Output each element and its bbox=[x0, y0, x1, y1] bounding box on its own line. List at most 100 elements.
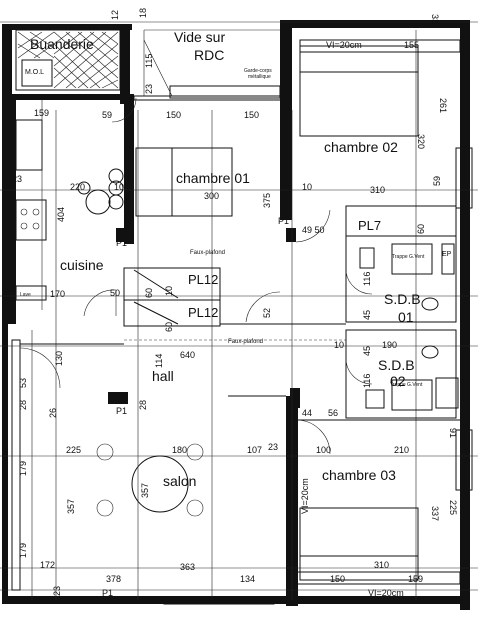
dimension-label: 53 bbox=[18, 378, 28, 388]
label-faux-plafond-2: Faux-plafond bbox=[228, 339, 263, 345]
dimension-label: 23 bbox=[144, 84, 154, 94]
dimension-label: 150 bbox=[330, 574, 345, 584]
dimension-label: 45 bbox=[362, 310, 372, 320]
dimension-label: 310 bbox=[370, 185, 385, 195]
label-chambre03: chambre 03 bbox=[322, 467, 396, 483]
label-vide-2: RDC bbox=[194, 47, 224, 63]
dimension-label: 10 bbox=[334, 340, 344, 350]
dimension-label: 18 bbox=[138, 8, 148, 18]
label-ep: EP bbox=[442, 251, 452, 258]
dimension-label: 640 bbox=[180, 350, 195, 360]
beds bbox=[135, 45, 419, 581]
dimension-label: 45 bbox=[362, 346, 372, 356]
label-chambre02: chambre 02 bbox=[324, 139, 398, 155]
dimension-label: 116 bbox=[362, 374, 372, 388]
salon-table bbox=[131, 455, 189, 513]
dimension-label: 12 bbox=[110, 10, 120, 20]
outer-walls bbox=[2, 20, 470, 610]
dimension-label: 44 bbox=[302, 408, 312, 418]
dining-table bbox=[85, 189, 111, 215]
label-p1-c: P1 bbox=[116, 406, 127, 416]
dimension-label: 116 bbox=[362, 272, 372, 286]
dimension-label: 150 bbox=[166, 110, 181, 120]
dimension-label: 60 bbox=[164, 322, 174, 332]
dimension-label: 310 bbox=[374, 560, 389, 570]
dimension-label: 375 bbox=[262, 193, 272, 208]
label-pl7: PL7 bbox=[358, 218, 381, 233]
dimension-label: 225 bbox=[66, 445, 81, 455]
dimension-label: 59 bbox=[102, 110, 112, 120]
room-labels: Buanderie M.O.L Vide sur RDC Garde-corps… bbox=[20, 29, 452, 598]
label-sdb2-1: S.D.B bbox=[378, 357, 415, 373]
dimension-label: 155 bbox=[404, 40, 419, 50]
stove bbox=[15, 199, 47, 241]
dimension-label: 59 bbox=[432, 176, 442, 186]
dimension-label: 52 bbox=[262, 308, 272, 318]
dimension-label: 28 bbox=[138, 400, 148, 410]
buanderie-hatch bbox=[15, 29, 121, 91]
dimension-label: 28 bbox=[18, 400, 28, 410]
sink bbox=[15, 119, 43, 171]
dimension-label: VI=20cm bbox=[326, 40, 362, 50]
dimension-label: 10 bbox=[164, 286, 174, 296]
label-mol: M.O.L bbox=[25, 69, 44, 76]
dimension-label: 114 bbox=[154, 354, 164, 368]
dimension-label: 225 bbox=[448, 500, 458, 515]
dimension-label: 210 bbox=[394, 445, 409, 455]
dimension-label: 134 bbox=[240, 574, 255, 584]
dimension-label: 404 bbox=[56, 207, 66, 222]
dimension-label: 23 bbox=[268, 442, 278, 452]
dimension-label: 91 bbox=[448, 428, 458, 438]
dimension-label: 363 bbox=[180, 562, 195, 572]
dimension-label: 179 bbox=[18, 543, 28, 558]
dimension-label: 33 bbox=[430, 14, 440, 24]
dimension-label: 10 bbox=[114, 182, 124, 192]
label-sdb1-2: 01 bbox=[398, 309, 414, 325]
label-p1-a: P1 bbox=[116, 238, 127, 248]
label-pl12a: PL12 bbox=[188, 272, 218, 287]
label-garde-corps-1: Garde-corps bbox=[244, 68, 272, 74]
dimension-label: 220 bbox=[70, 182, 85, 192]
dimension-label: VI=20cm bbox=[368, 588, 404, 598]
dimension-label: 50 bbox=[110, 288, 120, 298]
label-lave: Lave bbox=[20, 292, 31, 298]
dimension-label: 300 bbox=[204, 191, 219, 201]
label-p1-d: P1 bbox=[102, 588, 113, 598]
dimension-label: 180 bbox=[172, 445, 187, 455]
label-hall: hall bbox=[152, 368, 174, 384]
doors bbox=[19, 97, 373, 455]
dimension-label: 159 bbox=[34, 108, 49, 118]
dimension-label: 60 bbox=[416, 224, 426, 234]
bathroom-fixtures bbox=[359, 243, 459, 411]
dimension-label: 170 bbox=[50, 289, 65, 299]
label-garde-corps-2: métallique bbox=[248, 74, 271, 80]
dimension-label: 337 bbox=[430, 506, 440, 521]
label-fixture-2: Trappe G.Vent bbox=[390, 382, 423, 388]
dimension-label: 49 50 bbox=[302, 225, 325, 235]
dimension-label: 378 bbox=[106, 574, 121, 584]
label-faux-plafond-1: Faux-plafond bbox=[190, 250, 225, 256]
salon-furniture bbox=[96, 443, 204, 517]
label-chambre01: chambre 01 bbox=[176, 170, 250, 186]
dimension-label: 10 bbox=[302, 182, 312, 192]
dimension-label: 172 bbox=[40, 560, 55, 570]
dimension-label: 357 bbox=[140, 483, 150, 498]
label-buanderie: Buanderie bbox=[30, 36, 94, 52]
label-pl12b: PL12 bbox=[188, 305, 218, 320]
dimension-label: 100 bbox=[316, 445, 331, 455]
dimension-label: 357 bbox=[66, 499, 76, 514]
appliance bbox=[15, 285, 47, 301]
dimension-label: 56 bbox=[328, 408, 338, 418]
dimension-label: 26 bbox=[48, 408, 58, 418]
dimension-label: 159 bbox=[408, 574, 423, 584]
dimension-label: 23 bbox=[52, 586, 62, 596]
label-fixture-1: Trappe G.Vent bbox=[392, 254, 425, 260]
dimension-lines bbox=[0, 21, 478, 600]
dimension-label: 130 bbox=[54, 351, 64, 366]
dimension-label: 179 bbox=[18, 461, 28, 476]
bed-chambre03 bbox=[299, 507, 419, 581]
label-salon: salon bbox=[163, 473, 196, 489]
bed-chambre02 bbox=[299, 45, 419, 137]
label-sdb1-1: S.D.B bbox=[384, 291, 421, 307]
